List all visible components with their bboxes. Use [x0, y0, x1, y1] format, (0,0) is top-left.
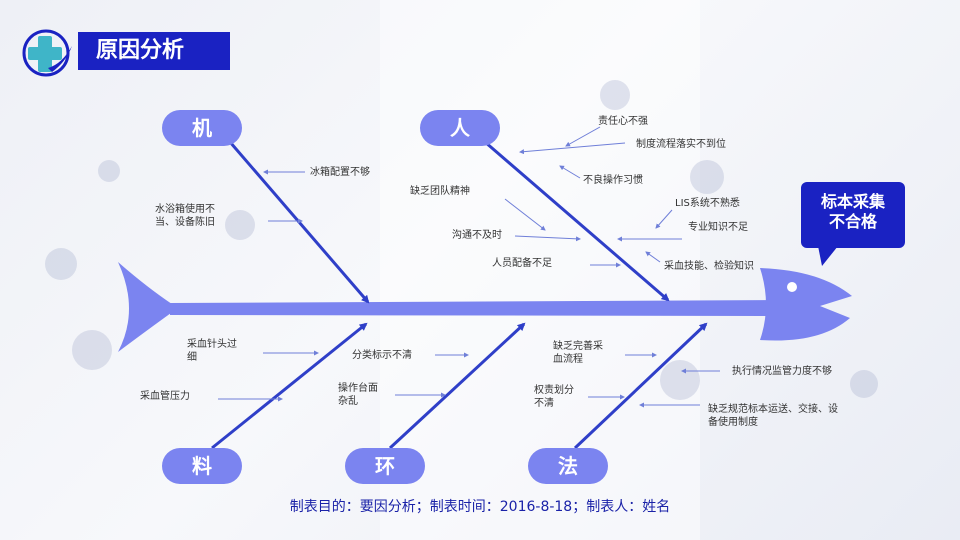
cause-label: LIS系统不熟悉	[675, 198, 740, 209]
cause-arrow	[504, 198, 546, 231]
cause-label: 冰箱配置不够	[310, 167, 370, 178]
fish-spine	[170, 300, 780, 316]
bone-fa	[573, 322, 708, 450]
cause-label: 采血针头过细	[187, 339, 237, 363]
result-line-1: 标本采集	[820, 192, 885, 211]
molecule-ball	[225, 210, 255, 240]
page-title: 原因分析	[78, 32, 230, 70]
cause-label: 水浴箱使用不当、设备陈旧	[155, 204, 215, 228]
cause-arrow	[655, 209, 673, 229]
medical-cross-logo-icon	[22, 29, 72, 77]
molecule-ball	[690, 160, 724, 194]
cause-label: 责任心不强	[598, 116, 648, 127]
bone-ren	[484, 140, 670, 302]
cause-label: 缺乏规范标本运送、交接、设备使用制度	[708, 404, 838, 428]
cause-label: 不良操作习惯	[583, 175, 643, 186]
cause-label: 操作台面杂乱	[338, 383, 378, 407]
fish-tail	[118, 262, 178, 352]
cause-label: 分类标示不清	[352, 350, 412, 361]
molecule-ball	[72, 330, 112, 370]
cause-label: 权责划分不清	[534, 385, 574, 409]
molecule-ball	[45, 248, 77, 280]
category-fa: 法	[528, 448, 608, 484]
category-huan: 环	[345, 448, 425, 484]
cause-label: 执行情况监管力度不够	[732, 366, 832, 377]
molecule-ball	[660, 360, 700, 400]
cause-label: 缺乏团队精神	[410, 186, 470, 197]
category-ji: 机	[162, 110, 242, 146]
cause-arrow	[519, 142, 626, 155]
molecule-ball	[600, 80, 630, 110]
bone-liao	[211, 322, 368, 450]
cause-label: 沟通不及时	[452, 230, 502, 241]
result-pointer	[818, 246, 838, 266]
category-ren: 人	[420, 110, 500, 146]
cause-arrow	[559, 165, 581, 179]
cause-label: 采血技能、检验知识	[664, 261, 754, 272]
cause-label: 专业知识不足	[688, 222, 748, 233]
cause-label: 采血管压力	[140, 391, 190, 402]
cause-arrow	[514, 235, 581, 242]
category-liao: 料	[162, 448, 242, 484]
bone-huan	[388, 322, 526, 450]
footer-note: 制表目的：要因分析；制表时间：2016-8-18；制表人：姓名	[289, 499, 671, 515]
cause-label: 缺乏完善采血流程	[553, 341, 603, 365]
cause-label: 人员配备不足	[492, 258, 552, 269]
fish-head	[760, 268, 852, 341]
cause-arrow	[645, 251, 661, 263]
fish-eye	[787, 282, 797, 292]
cause-arrow	[565, 126, 601, 147]
molecule-ball	[850, 370, 878, 398]
molecule-ball	[98, 160, 120, 182]
result-line-2: 不合格	[828, 212, 877, 231]
cause-label: 制度流程落实不到位	[636, 139, 726, 150]
problem-result-box: 标本采集 不合格	[801, 182, 905, 248]
